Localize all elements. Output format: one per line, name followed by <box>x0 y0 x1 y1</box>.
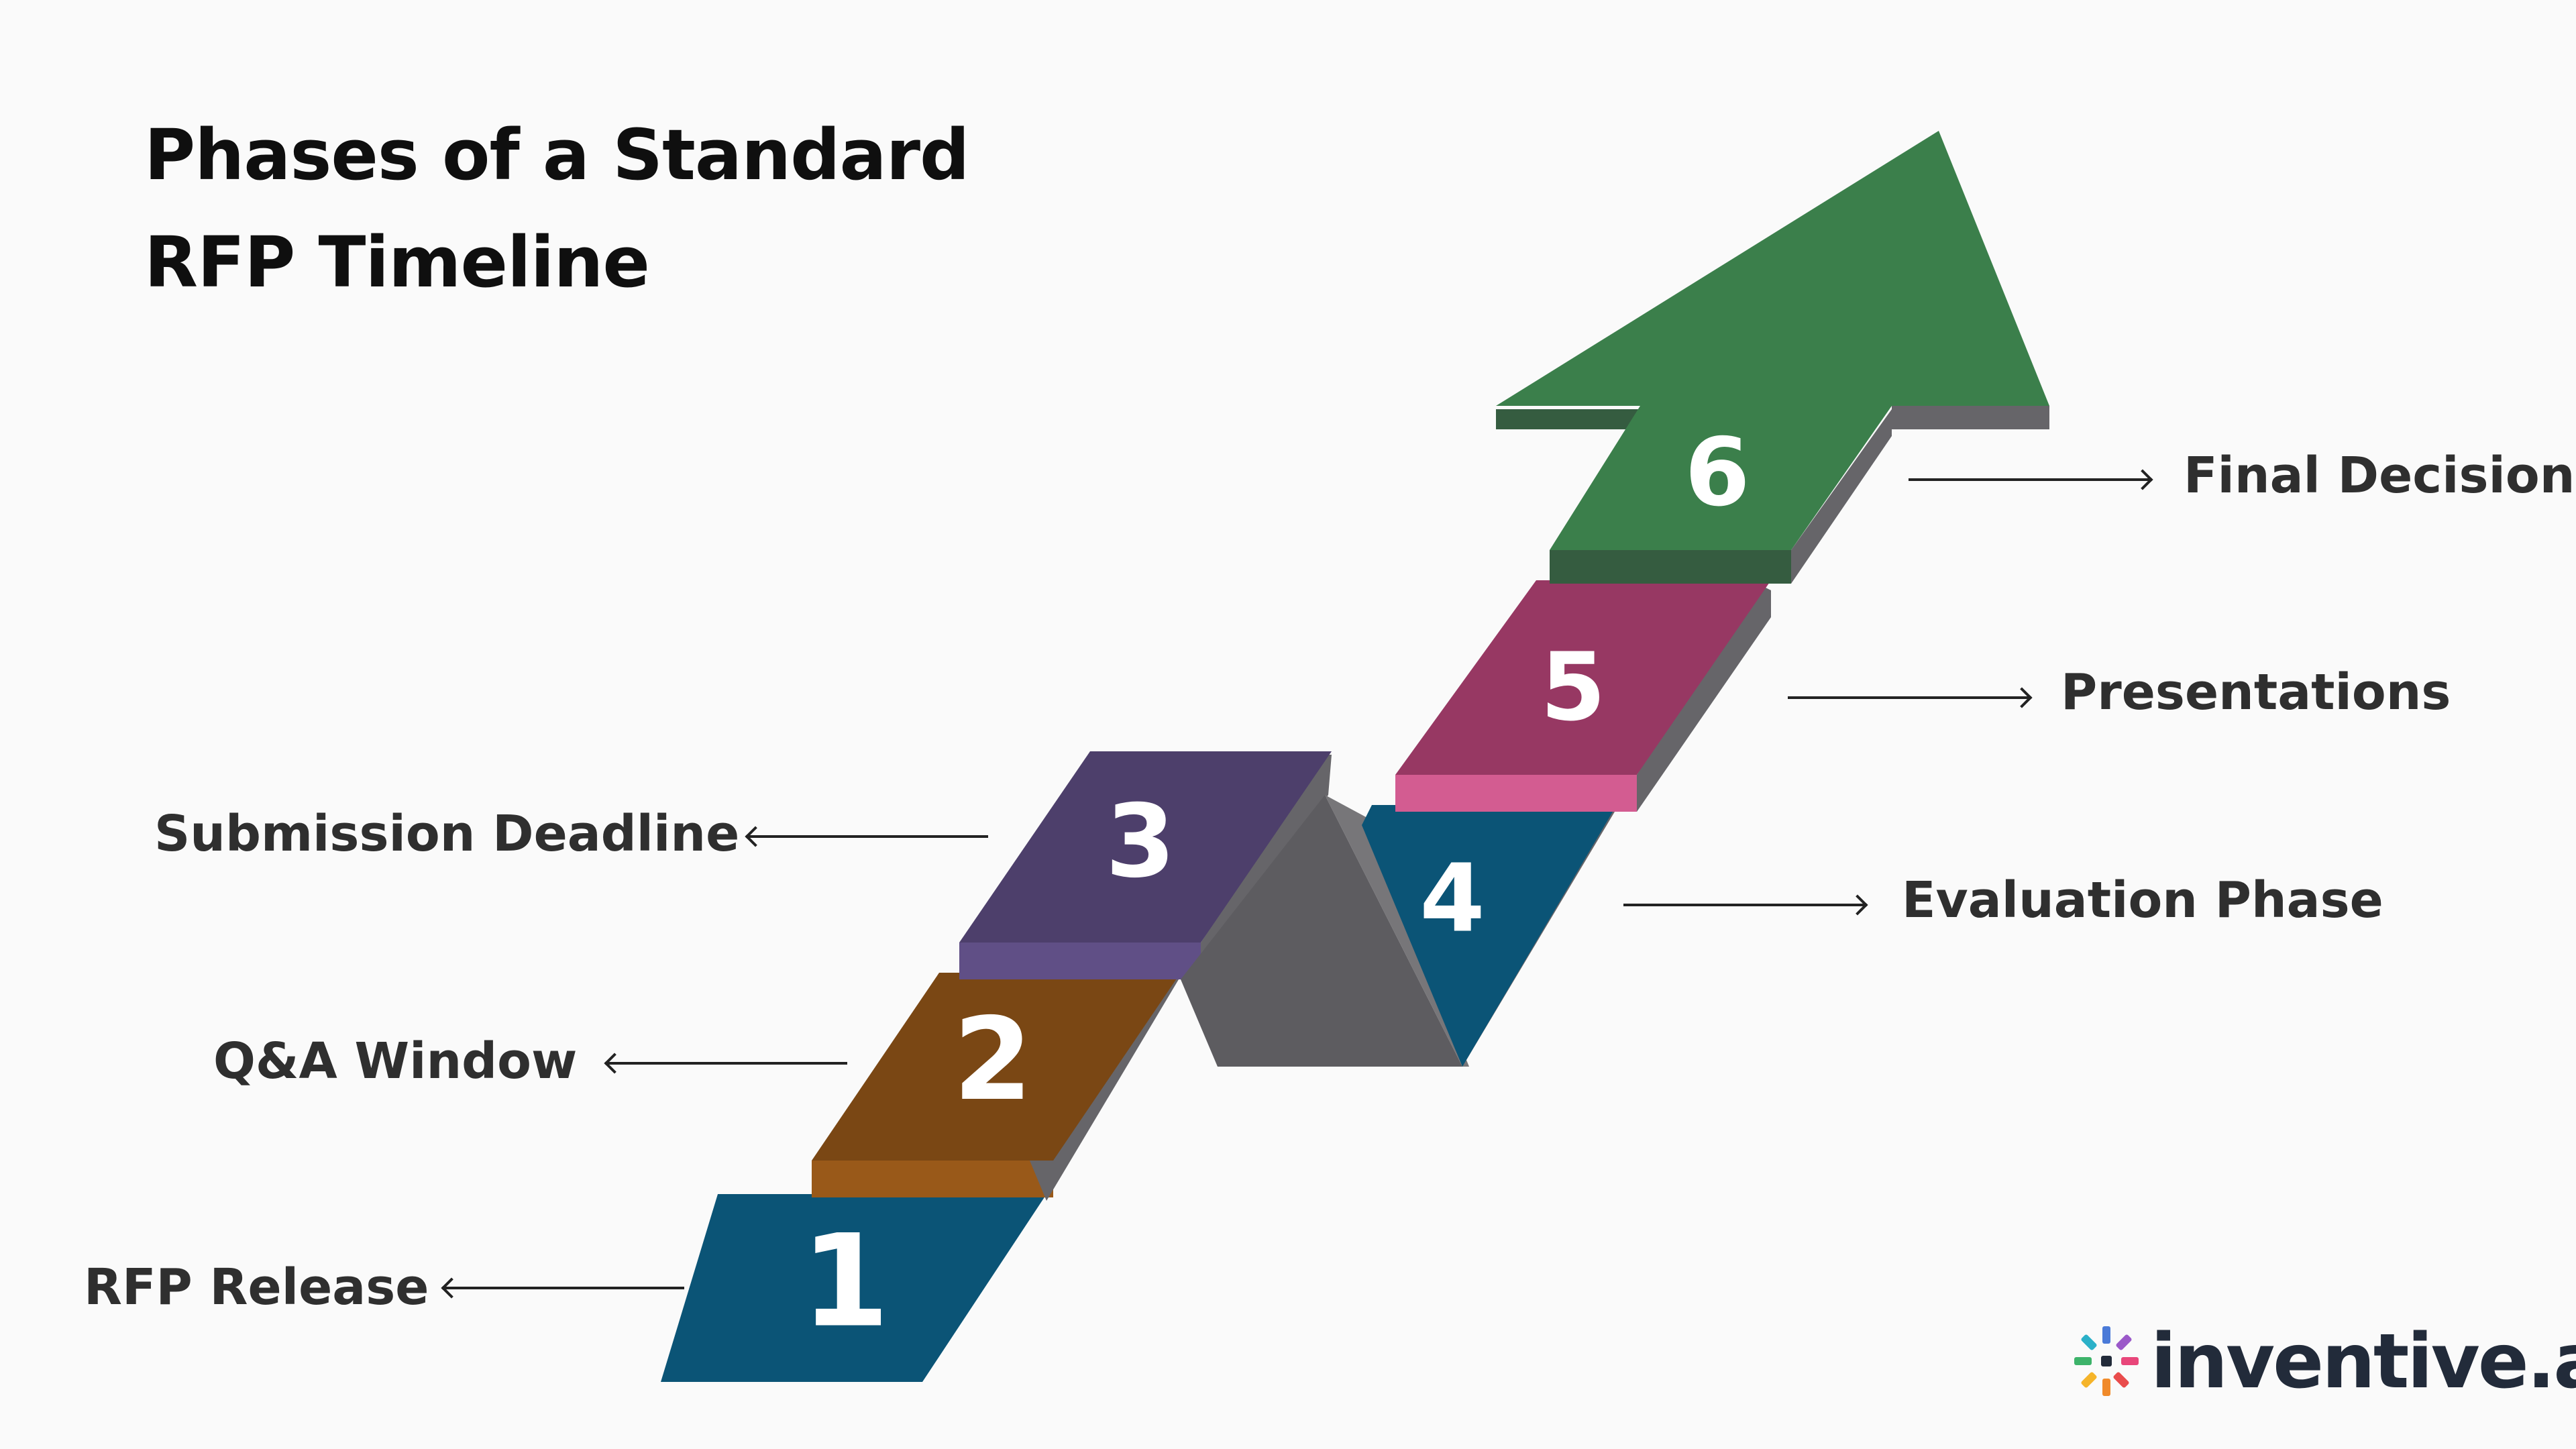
step-2-top <box>812 973 1181 1161</box>
step-4-top <box>1362 805 1617 1067</box>
label-submission-deadline: Submission Deadline <box>154 805 740 863</box>
arrow-submission-deadline <box>748 835 988 838</box>
arrow-evaluation-phase <box>1623 904 1865 906</box>
step-1-top <box>661 1194 1046 1382</box>
step-5-top <box>1395 580 1771 775</box>
label-rfp-release: RFP Release <box>84 1258 429 1316</box>
label-final-decision: Final Decision <box>2184 447 2575 504</box>
step-6-arrow: 6 <box>1496 131 2049 584</box>
label-evaluation-phase: Evaluation Phase <box>1902 871 2383 929</box>
step-1: 1 <box>661 1194 1046 1382</box>
step-5-side <box>1637 584 1771 812</box>
arrow-shaft-side <box>1791 409 1892 584</box>
label-presentations: Presentations <box>2061 663 2451 721</box>
step-1-number: 1 <box>801 1208 890 1356</box>
step-6-number: 6 <box>1684 419 1750 528</box>
arrow-final-decision <box>1909 478 2150 481</box>
step-2-number: 2 <box>953 994 1032 1126</box>
brand-logo-text: inventive.ai <box>2151 1318 2576 1405</box>
arrow-rfp-release <box>444 1287 684 1289</box>
arrow-wing-left-front <box>1496 409 1640 429</box>
arrow-presentations <box>1788 696 2029 699</box>
sparkle-logo-icon <box>2074 1326 2139 1396</box>
step-2-side <box>1030 976 1181 1201</box>
arrow-wing-right-front <box>1892 406 2049 429</box>
step-4: 4 <box>1362 805 1617 1067</box>
step-2: 2 <box>812 973 1181 1201</box>
page-title-line-2: RFP Timeline <box>144 221 650 303</box>
step-5-front <box>1395 775 1637 812</box>
step-5: 5 <box>1395 580 1771 812</box>
arrow-qa-window <box>607 1062 847 1065</box>
step-5-number: 5 <box>1540 633 1605 743</box>
middle-wedge-edge <box>1325 795 1469 1067</box>
arrow-body <box>1496 131 2049 550</box>
step-2-front <box>812 1161 1053 1197</box>
step-3-front <box>959 943 1204 979</box>
arrow-shaft-front <box>1550 550 1791 584</box>
page-title-line-1: Phases of a Standard <box>144 114 969 196</box>
brand-logo: inventive.ai <box>2073 1311 2576 1412</box>
middle-wedge <box>1181 795 1462 1067</box>
step-4-number: 4 <box>1419 845 1485 954</box>
step-3-number: 3 <box>1106 784 1175 900</box>
label-qa-window: Q&A Window <box>213 1032 578 1090</box>
step-3-top <box>959 751 1332 943</box>
